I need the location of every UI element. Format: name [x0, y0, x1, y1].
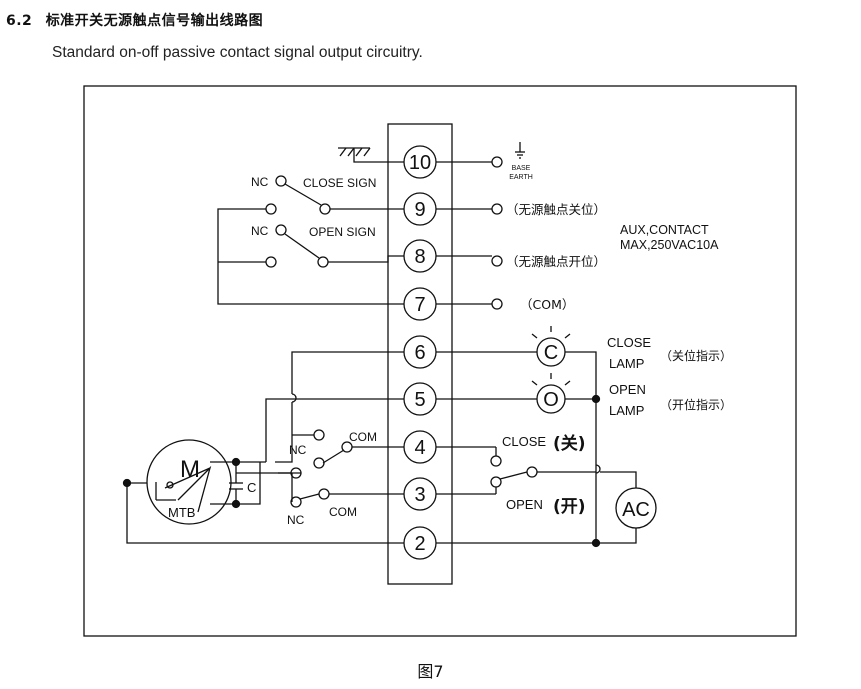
close-lamp-cn: （关位指示）	[660, 348, 732, 363]
close-switch-cn: (关)	[553, 433, 586, 454]
close-lamp-letter: C	[544, 342, 558, 364]
aux-rating-label: MAX,250VAC10A	[620, 238, 719, 252]
figure-caption: 图7	[417, 662, 444, 681]
open-lamp-letter: O	[543, 389, 559, 411]
terminal-label-6: 6	[414, 342, 425, 364]
close-contact-label: （无源触点关位）	[506, 202, 606, 217]
terminal-label-7: 7	[414, 294, 425, 316]
com-contact-terminal	[491, 298, 503, 310]
motor	[146, 439, 232, 525]
nc-label-lower: NC	[287, 513, 305, 527]
mtb-label: MTB	[168, 505, 195, 520]
open-switch-label: OPEN	[506, 497, 543, 512]
limit-switch-upper	[290, 429, 404, 479]
open-lamp-label-1: OPEN	[609, 382, 646, 397]
terminal-label-8: 8	[414, 246, 425, 268]
close-lamp-label-2: LAMP	[609, 356, 644, 371]
terminal-label-4: 4	[414, 437, 425, 459]
ground-symbol	[338, 147, 404, 163]
section-heading: 6.2 标准开关无源触点信号输出线路图	[6, 10, 263, 30]
lamp-junction-dot	[591, 394, 601, 404]
terminal-label-9: 9	[414, 199, 425, 221]
aux-contact-label: AUX,CONTACT	[620, 223, 709, 237]
open-contact-terminal	[491, 255, 503, 267]
open-sign-contact	[218, 224, 404, 268]
terminal-label-5: 5	[414, 389, 425, 411]
close-sign-contact	[217, 175, 404, 305]
section-number: 6.2	[6, 13, 33, 29]
nc-label-close-sign: NC	[251, 175, 269, 189]
terminal-block	[387, 123, 453, 585]
open-contact-label: （无源触点开位）	[506, 254, 606, 269]
base-earth-icon	[515, 142, 525, 159]
limit-switch-lower	[290, 488, 404, 508]
close-contact-terminal	[491, 203, 503, 215]
terminal-label-10: 10	[409, 152, 431, 174]
close-sign-label: CLOSE SIGN	[303, 176, 376, 190]
capacitor-label: C	[247, 480, 256, 495]
open-lamp-cn: （开位指示）	[660, 397, 732, 412]
nc-label-upper: NC	[289, 443, 307, 457]
close-lamp-label-1: CLOSE	[607, 335, 651, 350]
section-title-en: Standard on-off passive contact signal o…	[52, 44, 423, 61]
com-label-lower: COM	[329, 505, 357, 519]
base-label: BASE	[512, 165, 531, 172]
nc-label-open-sign: NC	[251, 224, 269, 238]
close-switch-label: CLOSE	[502, 434, 546, 449]
open-lamp-label-2: LAMP	[609, 403, 644, 418]
capacitor	[229, 462, 243, 504]
close-open-selector	[490, 447, 596, 494]
terminal-label-2: 2	[414, 533, 425, 555]
open-switch-cn: (开)	[553, 497, 586, 517]
base-earth-contact	[491, 156, 503, 168]
earth-label: EARTH	[509, 174, 533, 181]
motor-letter: M	[180, 456, 200, 483]
com-label-upper: COM	[349, 430, 377, 444]
ac-label: AC	[622, 499, 650, 521]
terminal-label-3: 3	[414, 484, 425, 506]
open-sign-label: OPEN SIGN	[309, 225, 376, 239]
ac-junction-dot	[591, 538, 601, 548]
diagram-frame	[83, 85, 797, 637]
com-contact-label: （COM）	[520, 297, 574, 312]
section-title-cn: 标准开关无源触点信号输出线路图	[45, 13, 264, 29]
